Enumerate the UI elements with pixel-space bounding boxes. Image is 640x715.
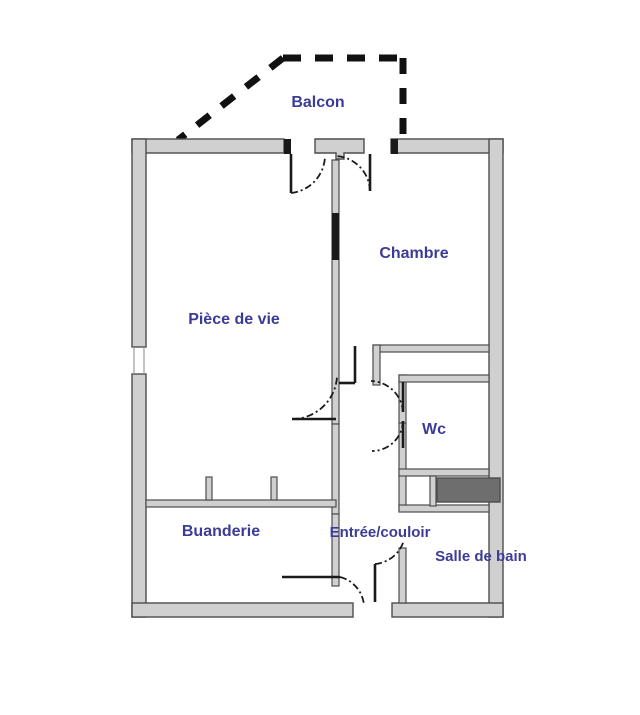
interior-walls (145, 139, 490, 604)
door-swing-arcs (290, 155, 405, 606)
bathtub-fixture (436, 477, 501, 503)
room-label-buanderie: Buanderie (182, 523, 260, 540)
room-label-chambre: Chambre (379, 245, 448, 262)
room-label-balcon: Balcon (291, 94, 344, 111)
exterior-walls (131, 138, 504, 618)
room-label-entree-couloir: Entrée/couloir (330, 524, 431, 541)
room-label-salle-de-bain: Salle de bain (435, 548, 527, 565)
room-label-piece-de-vie: Pièce de vie (188, 311, 280, 328)
balcony-outline (175, 54, 407, 143)
room-label-wc: Wc (422, 421, 446, 438)
